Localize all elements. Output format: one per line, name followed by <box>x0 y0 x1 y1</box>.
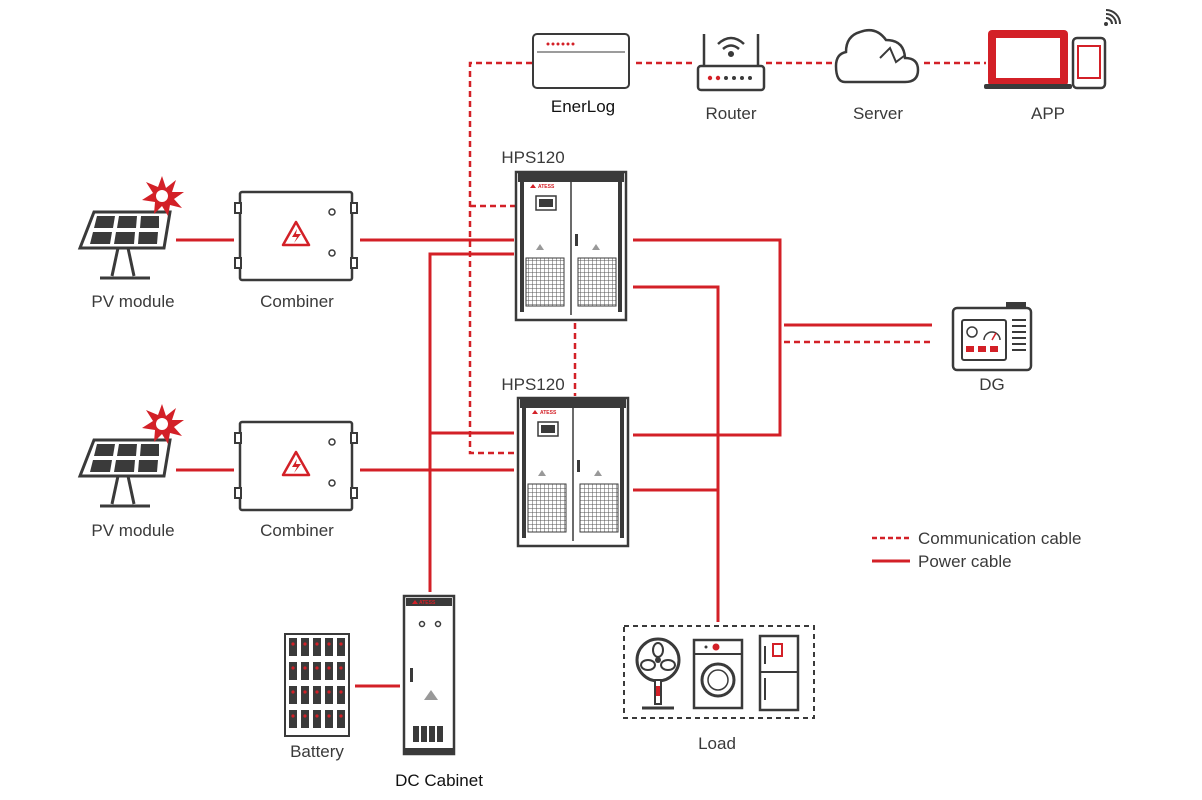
generator-icon <box>951 302 1033 372</box>
legend-power-label: Power cable <box>918 552 1012 571</box>
hps2-cabinet: ATESS <box>516 396 630 548</box>
load-label: Load <box>698 734 736 753</box>
enerlog-label: EnerLog <box>551 97 615 116</box>
comm-enerlog-hps <box>468 61 532 455</box>
legend: Communication cable Power cable <box>872 529 1081 571</box>
dc-cabinet-label: DC Cabinet <box>395 771 483 790</box>
power-cables <box>176 238 932 688</box>
washing-machine-icon <box>692 638 744 710</box>
hps1-label: HPS120 <box>501 148 564 167</box>
pv-module-icon-2 <box>77 438 172 508</box>
phone-icon <box>1071 36 1107 90</box>
combiner1-label: Combiner <box>260 292 334 311</box>
router-icon <box>696 34 766 92</box>
server-label: Server <box>853 104 903 123</box>
legend-communication-label: Communication cable <box>918 529 1081 548</box>
refrigerator-icon <box>758 634 800 712</box>
hps2-logo: ATESS <box>540 410 557 416</box>
combiner-box-1 <box>234 190 358 282</box>
combiner-box-2 <box>234 420 358 512</box>
cloud-icon <box>834 29 920 84</box>
dc-cabinet: ATESS <box>402 594 456 756</box>
pv1-label: PV module <box>91 292 174 311</box>
power-load-bus <box>633 285 720 622</box>
wifi-icon <box>1104 9 1121 26</box>
app-label: APP <box>1031 104 1065 123</box>
laptop-icon <box>984 30 1072 89</box>
dc-cabinet-logo: ATESS <box>419 600 436 606</box>
power-ac-bus <box>633 238 782 437</box>
sun-icon-2 <box>142 404 184 444</box>
pv-module-icon-1 <box>77 210 172 280</box>
dg-label: DG <box>979 375 1005 394</box>
hps2-label: HPS120 <box>501 375 564 394</box>
enerlog-device <box>532 33 630 89</box>
combiner2-label: Combiner <box>260 521 334 540</box>
pv2-label: PV module <box>91 521 174 540</box>
communication-cables <box>468 61 986 455</box>
power-dc-bus <box>428 252 514 592</box>
hps1-logo: ATESS <box>538 184 555 190</box>
load-group <box>623 625 815 719</box>
fan-icon <box>635 637 681 710</box>
battery-rack-icon <box>284 633 350 737</box>
router-label: Router <box>705 104 756 123</box>
battery-label: Battery <box>290 742 344 761</box>
sun-icon-1 <box>142 176 184 216</box>
hps1-cabinet: ATESS <box>514 170 628 322</box>
